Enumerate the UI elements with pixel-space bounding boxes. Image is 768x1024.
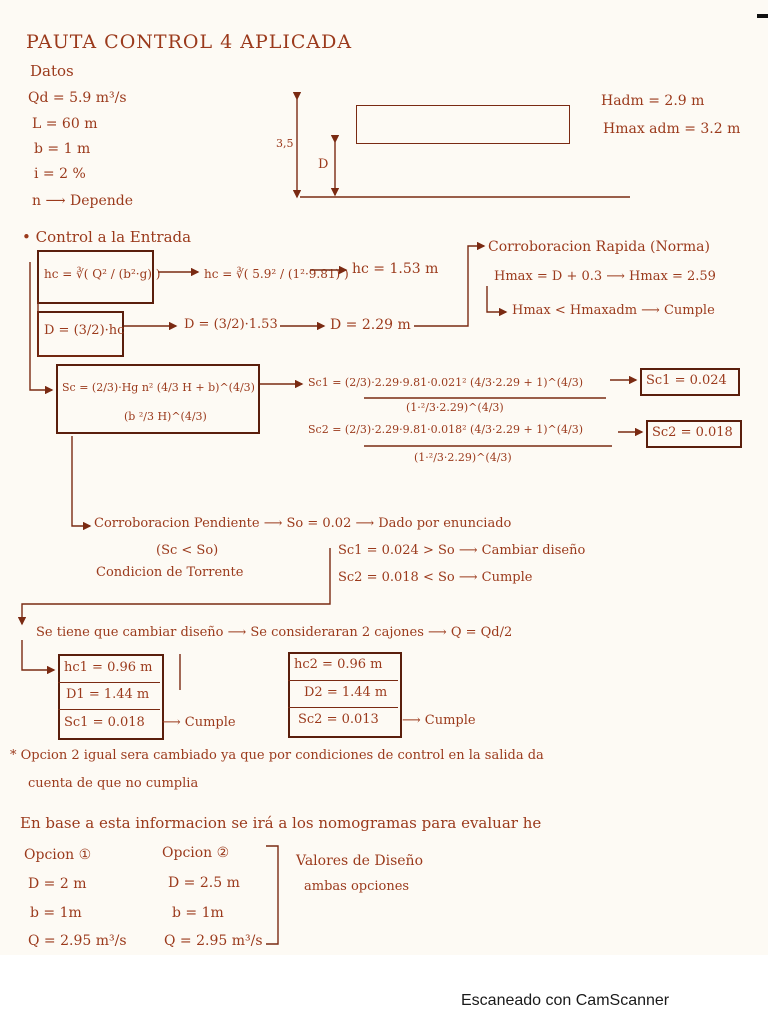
hmax-adm-value: Hmax adm = 3.2 m [603,121,741,137]
sc2-result-box [646,420,742,448]
arrow-to-sc [29,262,54,395]
option1-row-divider [58,709,160,710]
sc1-result-box [640,368,740,396]
base-line: En base a esta informacion se irá a los … [20,814,542,832]
arrow-rapida-cumple [486,286,508,317]
culvert-box-sketch [356,105,570,144]
hc-result: hc = 1.53 m [352,261,439,277]
datos-q: Qd = 5.9 m³/s [28,90,127,106]
option1-cumple: ⟶ Cumple [162,715,236,730]
scanned-sheet: PAUTA CONTROL 4 APLICADA Datos Qd = 5.9 … [0,0,768,955]
sc2-denominator: (1·²/3·2.29)^(4/3) [414,451,512,464]
option2-row-divider [288,707,398,708]
ambas-opciones: ambas opciones [304,879,410,894]
rapida-hmax: Hmax = D + 0.3 ⟶ Hmax = 2.59 [494,269,716,284]
scan-edge-mark [757,14,768,18]
arrow-to-cambio [17,548,331,626]
option1-sc: Sc1 = 0.018 [64,715,145,730]
sc1-result: Sc1 = 0.024 [646,373,727,388]
sc1-check: Sc1 = 0.024 > So ⟶ Cambiar diseño [338,543,586,558]
rapida-cumple: Hmax < Hmaxadm ⟶ Cumple [512,303,715,318]
datos-n: n ⟶ Depende [32,193,134,209]
option1-hc: hc1 = 0.96 m [64,660,153,675]
arrow-to-option-tables [21,640,56,675]
option1-d: D1 = 1.44 m [66,687,150,702]
option1-table [58,654,164,740]
opcion2-d: D = 2.5 m [168,875,240,891]
option2-d: D2 = 1.44 m [304,685,388,700]
opcion1-title: Opcion ① [24,847,92,863]
arrow-to-rapida [414,241,486,327]
hc-formula: hc = ∛( Q² / (b²·g) ) [44,267,161,281]
sc2-numerator: Sc2 = (2/3)·2.29·9.81·0.018² (4/3·2.29 +… [308,423,584,436]
datos-l: L = 60 m [32,116,98,132]
condicion-torrente: Condicion de Torrente [96,565,244,580]
datos-i: i = 2 % [34,166,86,182]
sc2-result: Sc2 = 0.018 [652,425,733,440]
opcion1-b: b = 1m [30,905,82,921]
option2-table [288,652,402,738]
datos-b: b = 1 m [34,141,91,157]
note-line1: * Opcion 2 igual sera cambiado ya que po… [10,748,544,763]
opcion2-title: Opcion ② [162,845,230,861]
opciones-bracket [266,845,279,945]
note-line2: cuenta de que no cumplia [28,776,199,791]
d-formula: D = (3/2)·hc [44,323,125,338]
d-substitution: D = (3/2)·1.53 [184,317,278,332]
control-heading: • Control a la Entrada [22,228,192,246]
rapida-title: Corroboracion Rapida (Norma) [488,239,710,255]
hadm-value: Hadm = 2.9 m [601,93,705,109]
sc-formula-line1: Sc = (2/3)·Hg n² (4/3 H + b)^(4/3) [62,381,255,394]
option2-hc: hc2 = 0.96 m [294,657,383,672]
option2-cumple: ⟶ Cumple [402,713,476,728]
opcion2-q: Q = 2.95 m³/s [164,933,263,949]
d-result: D = 2.29 m [330,317,411,333]
hc-formula-box [37,250,154,304]
cambio-line: Se tiene que cambiar diseño ⟶ Se conside… [36,625,513,640]
page-title: PAUTA CONTROL 4 APLICADA [26,31,353,53]
option1-row-divider [58,682,160,683]
opcion1-q: Q = 2.95 m³/s [28,933,127,949]
bracket-hc-d [37,300,120,357]
pendiente-condition: (Sc < So) [156,543,219,558]
sketch-label-35: 3,5 [276,137,294,150]
sc-formula-box [56,364,260,434]
pendiente-line: Corroboracion Pendiente ⟶ So = 0.02 ⟶ Da… [94,516,512,531]
sc-formula-line2: (b ²/3 H)^(4/3) [124,410,207,423]
valores-diseno: Valores de Diseño [296,853,424,869]
opcion2-b: b = 1m [172,905,224,921]
option2-row-divider [288,680,398,681]
datos-heading: Datos [30,62,74,80]
sketch-label-d: D [318,157,329,172]
sc1-numerator: Sc1 = (2/3)·2.29·9.81·0.021² (4/3·2.29 +… [308,376,584,389]
arrow-to-pendiente [71,436,92,531]
sc1-denominator: (1·²/3·2.29)^(4/3) [406,401,504,414]
opcion1-d: D = 2 m [28,876,87,892]
camscanner-footer: Escaneado con CamScanner [461,992,670,1009]
hc-substitution: hc = ∛( 5.9² / (1²·9.81) ) [204,267,349,281]
sc2-check: Sc2 = 0.018 < So ⟶ Cumple [338,570,533,585]
option2-sc: Sc2 = 0.013 [298,712,379,727]
